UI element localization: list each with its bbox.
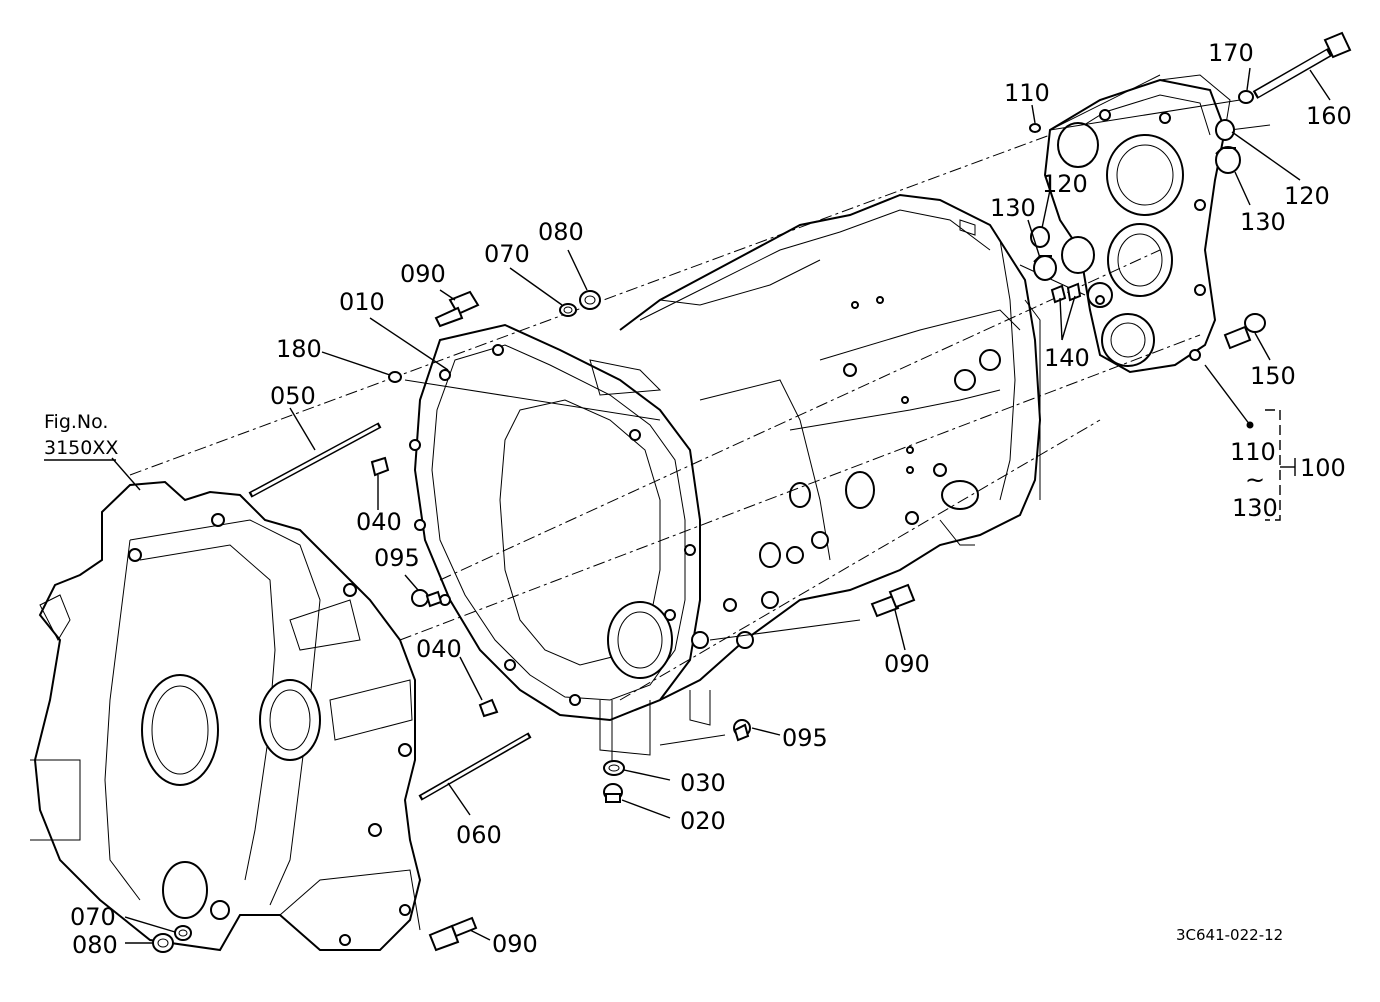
callout-100: 100: [1300, 454, 1346, 482]
washer-070-top: [559, 303, 577, 317]
bolt-160: [1252, 31, 1352, 99]
dowel-180: [388, 371, 402, 383]
callout-130-left: 130: [990, 194, 1036, 222]
rear-cover: [1043, 74, 1231, 374]
callout-030: 030: [680, 769, 726, 797]
bolt-150: [1223, 313, 1266, 350]
plug-020: [603, 783, 623, 803]
bolt-095-left: [411, 589, 443, 608]
seal-120-right: [1215, 119, 1235, 141]
callout-040-top: 040: [356, 508, 402, 536]
bearing-130-left: [1033, 255, 1057, 281]
stud-060: [418, 732, 532, 801]
callout-040-bottom: 040: [416, 635, 462, 663]
callout-120-right: 120: [1284, 182, 1330, 210]
callout-080-top: 080: [538, 218, 584, 246]
callout-180: 180: [276, 335, 322, 363]
main-housing: [409, 193, 1042, 756]
plug-110: [1029, 123, 1041, 133]
pin-140: [1050, 282, 1082, 304]
callout-120-left: 120: [1042, 170, 1088, 198]
callout-130-right: 130: [1240, 208, 1286, 236]
nut-080-top: [579, 290, 601, 310]
pin-040-bottom: [478, 698, 499, 718]
leader-lines: [111, 67, 1331, 944]
range-separator: ~: [1245, 466, 1265, 494]
figure-ref-label: Fig.No.: [44, 411, 108, 433]
bearing-130-right: [1215, 146, 1241, 174]
callout-060: 060: [456, 821, 502, 849]
callout-170: 170: [1208, 39, 1254, 67]
callout-050: 050: [270, 382, 316, 410]
bolt-090-right: [870, 583, 916, 618]
washer-170: [1238, 90, 1254, 104]
callout-095-left: 095: [374, 544, 420, 572]
callout-070-bottom: 070: [70, 903, 116, 931]
callout-020: 020: [680, 807, 726, 835]
callout-090-bottom: 090: [492, 930, 538, 958]
bell-bolt-holes: [409, 344, 696, 706]
figure-reference: Fig.No. 3150XX: [44, 411, 118, 461]
stud-050: [248, 422, 382, 498]
bolt-090-top: [434, 290, 480, 328]
callout-110-top: 110: [1004, 79, 1050, 107]
callout-labels: 010 020 030 040 040 050 060 070 070 080 …: [70, 39, 1352, 959]
callout-150: 150: [1250, 362, 1296, 390]
callout-110-range-start: 110: [1230, 438, 1276, 466]
washer-030: [603, 760, 625, 776]
pin-040-top: [370, 456, 390, 477]
bolt-090-bottom: [428, 916, 478, 952]
callout-130-range-end: 130: [1232, 494, 1278, 522]
nut-080-bottom: [152, 933, 174, 953]
callout-070-top: 070: [484, 240, 530, 268]
callout-090-top: 090: [400, 260, 446, 288]
callout-010: 010: [339, 288, 385, 316]
callout-090-right: 090: [884, 650, 930, 678]
diagram-code: 3C641-022-12: [1176, 926, 1283, 944]
callout-160: 160: [1306, 102, 1352, 130]
callout-140: 140: [1044, 344, 1090, 372]
front-housing: [30, 480, 422, 952]
washer-070-bottom: [174, 925, 192, 941]
bolt-095-bottom: [733, 719, 751, 742]
figure-ref-number: 3150XX: [44, 437, 118, 459]
callout-095-bottom: 095: [782, 724, 828, 752]
fasteners: [152, 31, 1352, 953]
assembly-guide-lines: [129, 74, 1271, 765]
case-bosses: [691, 296, 1001, 649]
callout-080-bottom: 080: [72, 931, 118, 959]
